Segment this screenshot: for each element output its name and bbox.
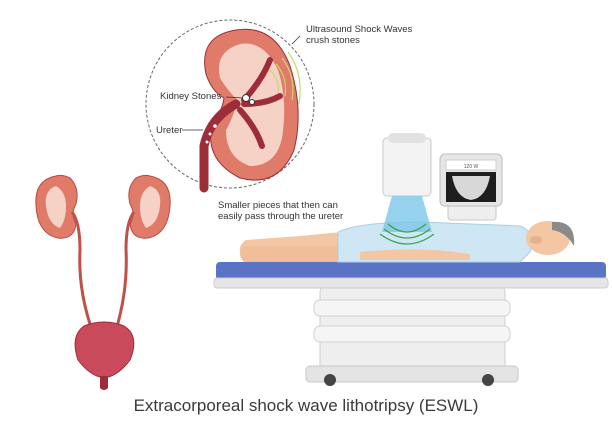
- label-smaller-pieces: Smaller pieces that then can easily pass…: [218, 200, 344, 222]
- left-ureter: [70, 211, 94, 331]
- label-ureter: Ureter: [156, 125, 183, 136]
- caster-right: [482, 374, 494, 386]
- stone-fragment: [213, 124, 217, 128]
- magnified-wave-arcs: [269, 51, 301, 105]
- caster-left: [324, 374, 336, 386]
- diagram-caption: Extracorporeal shock wave lithotripsy (E…: [133, 396, 479, 415]
- lithotripter-base: [305, 285, 519, 386]
- patient-table: [213, 262, 609, 289]
- monitor-readout: 120 W: [464, 164, 479, 170]
- shock-beam: [382, 196, 432, 232]
- magnified-kidney-view: [145, 19, 315, 193]
- kidney-stone: [242, 94, 250, 102]
- stone-fragment: [208, 132, 212, 136]
- urinary-tract: [35, 174, 171, 390]
- bladder: [74, 321, 135, 379]
- label-shock-waves: Ultrasound Shock Waves crush stones: [306, 24, 413, 46]
- right-ureter: [114, 211, 136, 331]
- wave-arcs: [379, 223, 435, 245]
- magnified-ureter: [199, 99, 241, 193]
- shock-wave-generator: [379, 133, 435, 245]
- kidney-stone: [249, 99, 255, 105]
- stone-fragment: [205, 140, 209, 144]
- label-kidney-stones: Kidney Stones: [160, 91, 222, 102]
- ultrasound-monitor: [439, 153, 503, 221]
